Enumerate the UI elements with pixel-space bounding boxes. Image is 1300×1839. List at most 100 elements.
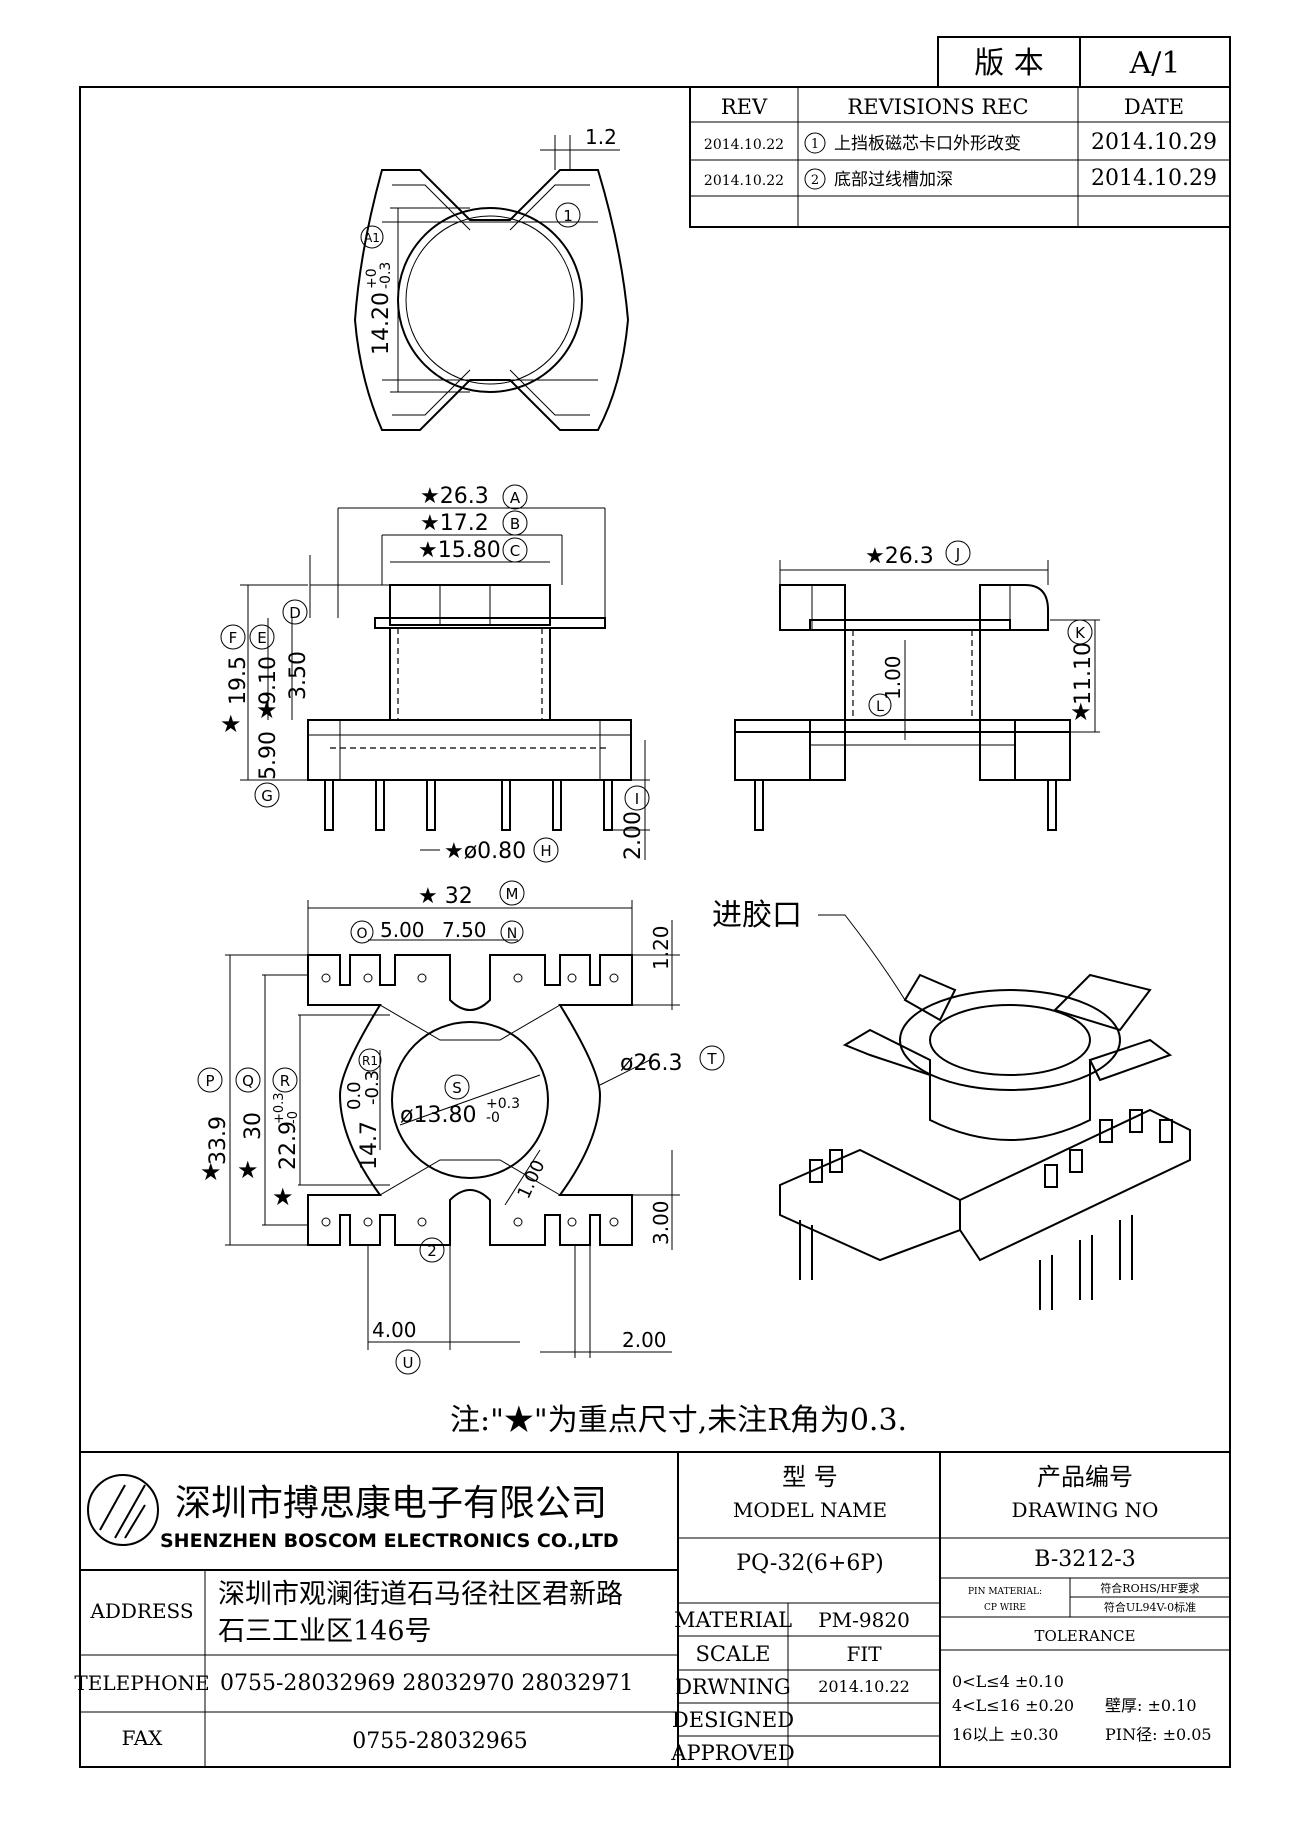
pin-dia-tolerance: PIN径: ±0.05 [1105,1725,1212,1744]
drawing-value: 2014.10.22 [818,1677,910,1696]
star-r: ★ [272,1183,294,1211]
top-view-hole-inner [405,215,575,385]
tol-r-minus: -0 [286,1111,301,1124]
approved-label: APPROVED [670,1741,794,1765]
gate-label: 进胶口 [712,898,802,933]
address-line-1: 深圳市观澜街道石马径社区君新路 [218,1579,623,1610]
material-label: MATERIAL [674,1608,792,1632]
address-line-2: 石三工业区146号 [218,1616,432,1647]
dim-200: 2.00 [622,1328,667,1352]
dim-u: 4.00 [372,1318,417,1342]
ref-m: M [506,885,519,903]
model-value: PQ-32(6+6P) [736,1551,883,1576]
dim-120: 1.20 [649,925,673,970]
top-view-hole-outer [397,207,583,393]
address-label: ADDRESS [89,1599,193,1623]
rev-row-1-mark: 1 [811,137,819,152]
rev-row-2-date: 2014.10.29 [1091,166,1217,191]
dim-k: 11.10 [1071,642,1096,705]
drawing-label: DRWNING [675,1675,791,1699]
dim-e: 9.10 [256,656,281,705]
dim-j: ★26.3 [865,544,934,569]
dim-300: 3.00 [649,1200,673,1245]
ul-compliance: 符合UL94V-0标准 [1104,1600,1196,1614]
fax-label: FAX [122,1726,164,1750]
fax-value: 0755-28032965 [352,1729,527,1754]
star-p: ★ [200,1158,222,1186]
ref-b: B [510,515,520,533]
ref-c: C [510,542,520,560]
dim-100: 1.00 [513,1157,549,1202]
ref-l: L [876,699,884,715]
tol-147-b: -0.3 [362,1070,383,1105]
dim-m: ★ 32 [418,884,473,909]
revision-table: REV REVISIONS REC DATE 2014.10.22 1 上挡板磁… [689,86,1231,228]
ref-f: F [229,629,238,647]
bottom-view-hole [391,1021,549,1179]
tol-r-plus: +0.3 [272,1092,287,1124]
ref-t: T [706,1050,717,1068]
ref-s: S [452,1079,462,1097]
ref-i: I [635,790,639,808]
dim-a: ★26.3 [420,484,489,509]
top-view-outline [353,169,630,431]
dim-l: 1.00 [881,655,905,700]
dim-t: ø26.3 [620,1051,682,1076]
rev-row-2-mark: 2 [811,173,819,188]
model-label-cn: 型 号 [782,1463,838,1491]
scale-value: FIT [846,1642,882,1666]
sheet-border [79,86,1231,1768]
tol-hole-plus: +0 [364,268,380,289]
tol-s-minus: -0 [486,1110,500,1126]
material-value: PM-9820 [818,1608,910,1632]
dim-slot: 1.2 [585,125,617,149]
dim-q: 30 [241,1112,266,1140]
dim-147: 14.7 [357,1121,382,1170]
dim-p: 33.9 [206,1116,231,1165]
dim-n: 7.50 [442,918,487,942]
dim-h: ★ø0.80 [444,839,526,864]
company-name-en: SHENZHEN BOSCOM ELECTRONICS CO.,LTD [160,1530,619,1552]
ref-u: U [403,1354,414,1372]
ref-e: E [257,629,266,647]
version-label: 版 本 [974,46,1044,81]
rev-row-1: 2014.10.22 [704,137,784,153]
top-view-mark-1: 1 [563,207,573,225]
top-view: 1.2 A1 14.20 +0 -0.3 1 [353,125,630,431]
ref-r: R [280,1072,290,1090]
tol-s-plus: +0.3 [486,1096,520,1112]
drawing-no-label-en: DRAWING NO [1012,1498,1159,1522]
rohs-compliance: 符合ROHS/HF要求 [1100,1581,1199,1595]
ref-j: J [955,545,960,563]
rev-row-2: 2014.10.22 [704,173,784,189]
version-value: A/1 [1129,46,1181,81]
company-logo [87,1474,159,1546]
ref-q: Q [242,1072,254,1090]
star-e: ★ [256,696,278,724]
ref-n: N [507,926,517,942]
front-view: ★26.3 A ★17.2 B ★15.80 C D F E 19.5 9.10… [220,484,650,864]
ref-g: G [261,787,273,805]
bottom-view-mark-2: 2 [427,1242,437,1260]
revisions-header: REVISIONS REC [847,95,1028,119]
scale-label: SCALE [696,1642,771,1666]
dim-s: ø13.80 [400,1103,476,1128]
drawing-no-value: B-3212-3 [1034,1547,1135,1572]
ref-o: O [356,926,367,942]
rev-row-2-desc: 底部过线槽加深 [834,170,953,190]
star-f: ★ [220,710,242,738]
tolerance-1: 0<L≤4 ±0.10 [952,1672,1064,1691]
dim-i: 2.00 [621,811,646,860]
ref-a1: A1 [364,231,380,245]
tolerance-3: 16以上 ±0.30 [952,1725,1058,1744]
telephone-value: 0755-28032969 28032970 28032971 [220,1671,633,1696]
dim-c: ★15.80 [418,538,501,563]
model-label-en: MODEL NAME [733,1498,887,1522]
star-q: ★ [237,1156,259,1184]
ref-r1: R1 [362,1054,378,1068]
dim-350: 3.50 [286,651,311,700]
rev-row-1-desc: 上挡板磁芯卡口外形改变 [834,134,1021,154]
dim-590: 5.90 [256,731,281,780]
title-block: 深圳市搏思康电子有限公司 SHENZHEN BOSCOM ELECTRONICS… [74,1451,1230,1767]
